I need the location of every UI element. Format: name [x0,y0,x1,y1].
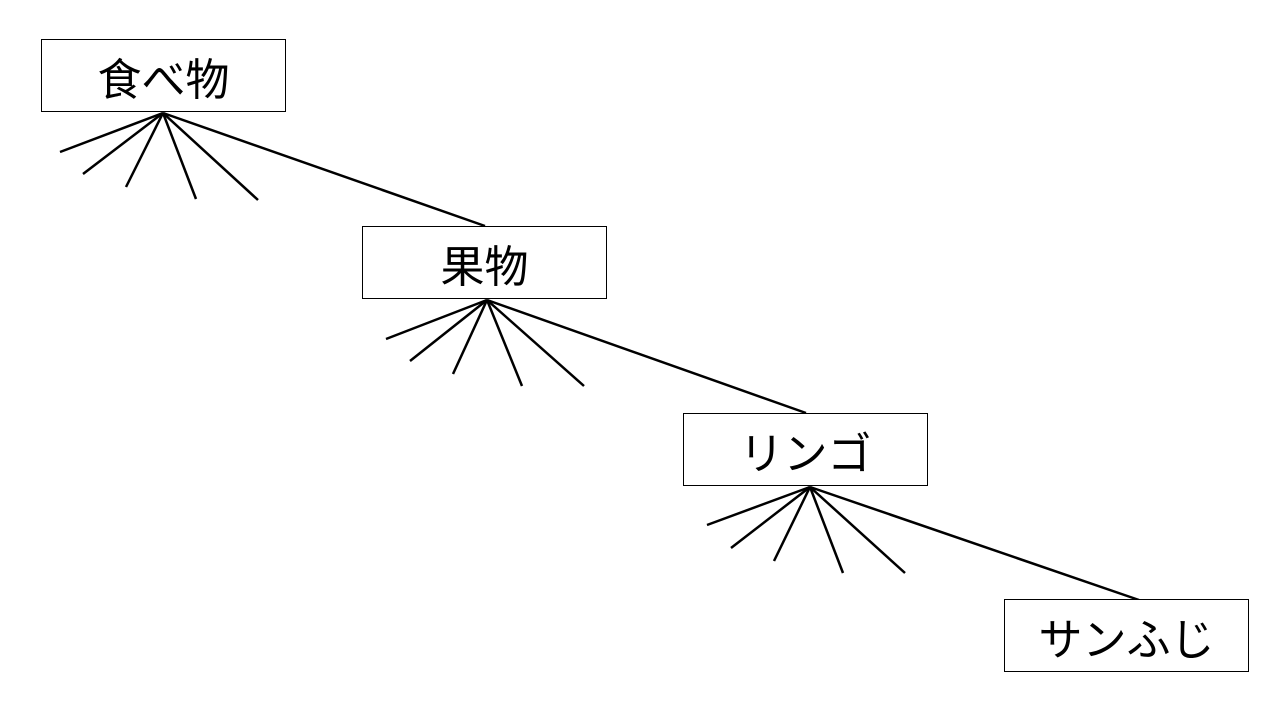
node-label: 食べ物 [97,54,230,106]
branch-line [385,298,488,341]
branch-line [809,486,906,574]
branch-line [730,486,811,549]
branch-line [451,299,489,375]
branch-line [485,299,524,387]
branch-line [409,299,488,362]
branch-line [82,112,164,175]
branch-line [706,485,811,527]
edge-line [162,111,486,228]
branch-group-1 [59,111,486,228]
node-food: 食べ物 [41,39,286,112]
node-label: リンゴ [739,428,872,480]
branch-line [808,486,845,574]
branch-line [486,299,585,387]
node-sun-fuji: サンふじ [1004,599,1249,672]
branch-line [161,112,198,200]
branch-line [59,111,164,154]
branch-line [124,112,165,188]
branch-group-3 [706,485,1140,602]
node-label: 果物 [440,241,529,293]
node-label: サンふじ [1038,614,1215,666]
node-apple: リンゴ [683,413,928,486]
branch-line [162,112,259,201]
node-fruit: 果物 [362,226,607,299]
branch-group-2 [385,298,807,415]
edge-line [809,485,1140,602]
edge-line [486,298,807,415]
branch-line [772,486,812,562]
